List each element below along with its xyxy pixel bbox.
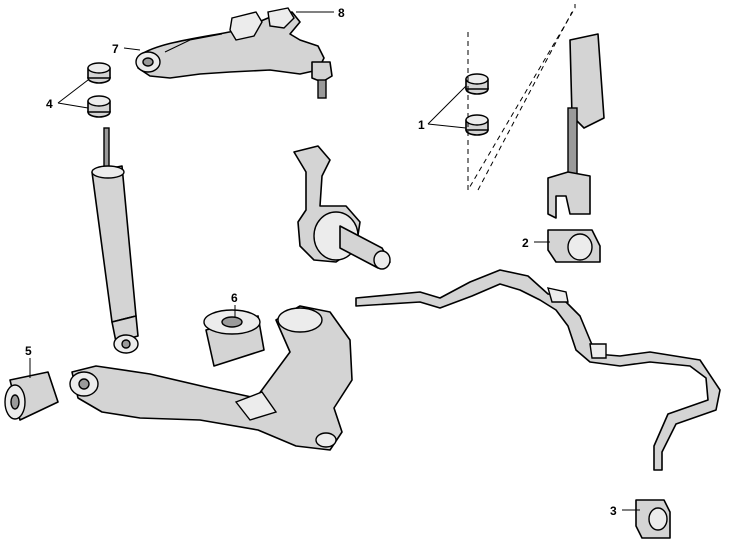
bushing-4-upper [87, 62, 111, 84]
callout-3: 3 [610, 504, 617, 518]
lower-control-arm [69, 305, 353, 451]
callout-7: 7 [112, 42, 119, 56]
bushing-4-lower [87, 95, 111, 118]
callout-6: 6 [231, 291, 238, 305]
bushing-5 [4, 371, 59, 421]
steering-knuckle [293, 145, 391, 270]
callout-5: 5 [25, 344, 32, 358]
stabilizer-link-bracket [547, 33, 605, 219]
stabilizer-bushing-3 [635, 499, 671, 539]
callout-1: 1 [418, 118, 425, 132]
shock-absorber [91, 127, 139, 354]
bushing-1-upper [465, 73, 489, 95]
stabilizer-bushing-2 [547, 229, 601, 263]
leader-lines [29, 11, 640, 511]
callout-2: 2 [522, 236, 529, 250]
callout-8: 8 [338, 6, 345, 20]
stabilizer-bar [355, 269, 721, 471]
phantom-outline [467, 4, 576, 192]
bushing-1-lower [465, 114, 489, 136]
bushing-6 [203, 309, 265, 367]
callout-4: 4 [46, 97, 53, 111]
upper-control-arm [135, 7, 333, 99]
